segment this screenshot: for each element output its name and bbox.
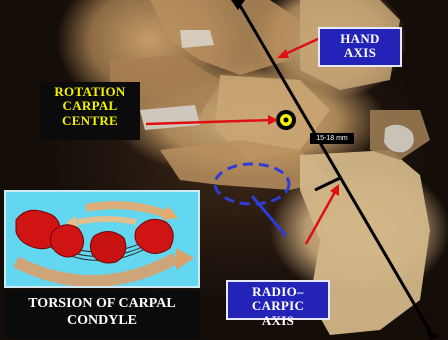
torsion-line-2: CONDYLE: [4, 313, 200, 330]
carpal-condyle-inset: [4, 190, 200, 288]
rotation-line-3: CENTRE: [40, 114, 140, 128]
rotation-line-2: CARPAL: [40, 99, 140, 113]
radio-carpic-line-1: RADIO–CARPIC: [228, 285, 328, 314]
torsion-label: TORSION OF CARPAL CONDYLE: [4, 290, 200, 338]
hand-axis-line-2: AXIS: [320, 46, 400, 60]
hand-axis-line-1: HAND: [320, 32, 400, 46]
rotation-carpal-centre-label: ROTATION CARPAL CENTRE: [40, 82, 140, 140]
carpal-condyle-diagram: [6, 192, 198, 286]
hand-axis-label: HAND AXIS: [318, 27, 402, 67]
radio-carpic-axis-label: RADIO–CARPIC AXIS: [226, 280, 330, 320]
scale-measurement: 15-18 mm: [310, 133, 354, 144]
rotation-line-1: ROTATION: [40, 85, 140, 99]
torsion-line-1: TORSION OF CARPAL: [4, 296, 200, 313]
radio-carpic-line-2: AXIS: [228, 314, 328, 328]
